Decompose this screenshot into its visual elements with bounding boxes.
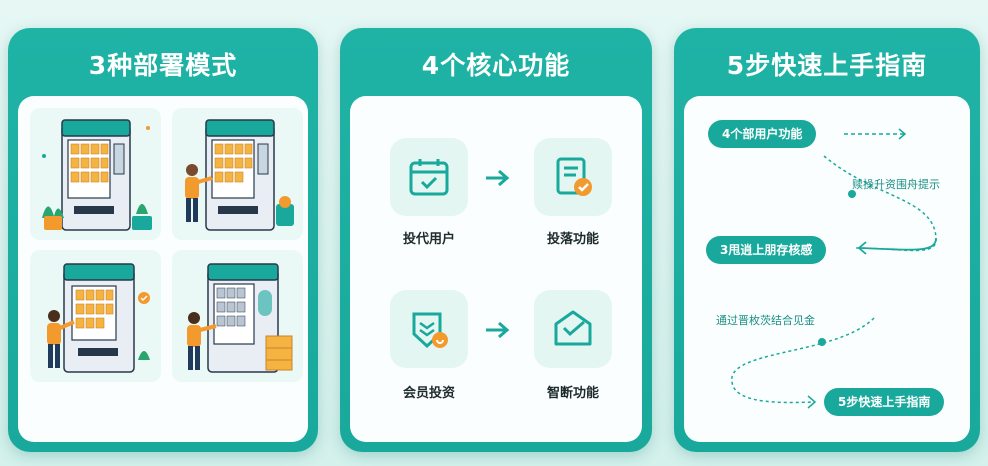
vending-tile-4[interactable] [172, 250, 303, 382]
feature-label-4: 智断功能 [546, 386, 599, 401]
deployment-panel [18, 96, 308, 442]
vending-tile-3[interactable] [30, 250, 161, 382]
feature-label-2: 投落功能 [546, 232, 599, 247]
steps-card: 5步快速上手指南 4个部用户功能 赎操升资围舟提示 3甩逍上朋存核感 通过晋枚茨… [674, 28, 980, 452]
step-pill-1[interactable]: 4个部用户功能 [708, 120, 817, 148]
feature-label-1: 投代用户 [402, 232, 455, 247]
features-card: 4个核心功能 投代用户 投落功能 [340, 28, 652, 452]
calendar-check-icon[interactable] [390, 138, 468, 216]
vending-machine-icon [42, 119, 152, 231]
vending-tile-2[interactable] [172, 108, 303, 240]
vending-machine-person-icon [187, 263, 293, 373]
vending-tile-1[interactable] [30, 108, 161, 240]
steps-path [731, 128, 937, 409]
arrow-right-icon [486, 169, 510, 187]
step-text-2: 赎操升资围舟提示 [852, 178, 940, 191]
deployment-card-title: 3种部署模式 [88, 51, 238, 80]
step-text-4: 通过晋枚茨结合见金 [716, 314, 815, 327]
arrow-right-icon [486, 321, 510, 339]
deployment-card: 3种部署模式 [8, 28, 318, 452]
vending-machine-person-icon [47, 263, 150, 373]
vending-machine-person-icon [185, 119, 294, 231]
features-card-title: 4个核心功能 [421, 51, 571, 80]
envelope-check-icon[interactable] [534, 290, 612, 368]
step-pill-5[interactable]: 5步快速上手指南 [824, 388, 945, 416]
document-check-icon[interactable] [534, 138, 612, 216]
shield-badge-icon[interactable] [390, 290, 468, 368]
steps-card-title: 5步快速上手指南 [726, 51, 928, 80]
features-panel: 投代用户 投落功能 会员投资 [350, 96, 642, 442]
feature-label-3: 会员投资 [402, 386, 455, 401]
step-pill-3[interactable]: 3甩逍上朋存核感 [706, 236, 827, 264]
steps-panel: 4个部用户功能 赎操升资围舟提示 3甩逍上朋存核感 通过晋枚茨结合见金 5步快速… [684, 96, 970, 442]
